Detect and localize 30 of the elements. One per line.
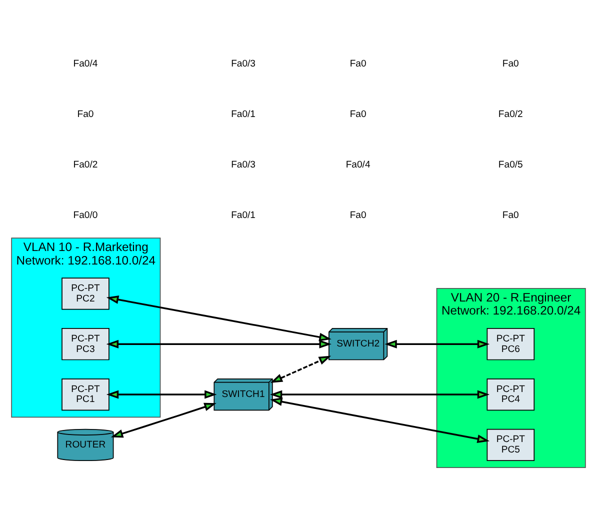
label: Fa0/2 bbox=[498, 108, 523, 120]
label: Fa0/1 bbox=[231, 108, 256, 120]
label: Fa0 bbox=[502, 58, 519, 70]
arrow bbox=[106, 390, 217, 398]
label: Fa0/5 bbox=[498, 158, 523, 170]
arrow bbox=[110, 402, 216, 438]
label: Fa0/3 bbox=[231, 158, 256, 170]
label: Fa0/4 bbox=[73, 58, 98, 70]
node-box: PC-PT PC5 bbox=[486, 428, 535, 461]
label: Fa0/0 bbox=[73, 209, 98, 220]
node-box: PC-PT PC4 bbox=[486, 378, 535, 410]
arrow bbox=[106, 294, 332, 341]
node-box: PC-PT PC1 bbox=[62, 378, 110, 410]
label: Fa0 bbox=[350, 58, 366, 70]
node-box: PC-PT PC2 bbox=[62, 277, 110, 310]
label: Fa0 bbox=[350, 209, 366, 220]
node-box: PC-PT PC6 bbox=[486, 328, 535, 360]
label: Fa0 bbox=[77, 108, 94, 120]
arrow bbox=[270, 390, 490, 398]
arrow bbox=[384, 339, 490, 348]
label: Fa0/4 bbox=[346, 158, 370, 170]
label: Fa0/1 bbox=[231, 209, 256, 220]
arrow bbox=[106, 339, 332, 348]
label: Fa0/2 bbox=[73, 158, 98, 170]
arrow bbox=[270, 397, 490, 443]
node-box: PC-PT PC3 bbox=[62, 328, 110, 360]
label: Fa0 bbox=[350, 108, 366, 120]
label: Fa0 bbox=[502, 209, 519, 220]
label: Fa0/3 bbox=[231, 58, 256, 70]
arrow bbox=[270, 355, 332, 382]
